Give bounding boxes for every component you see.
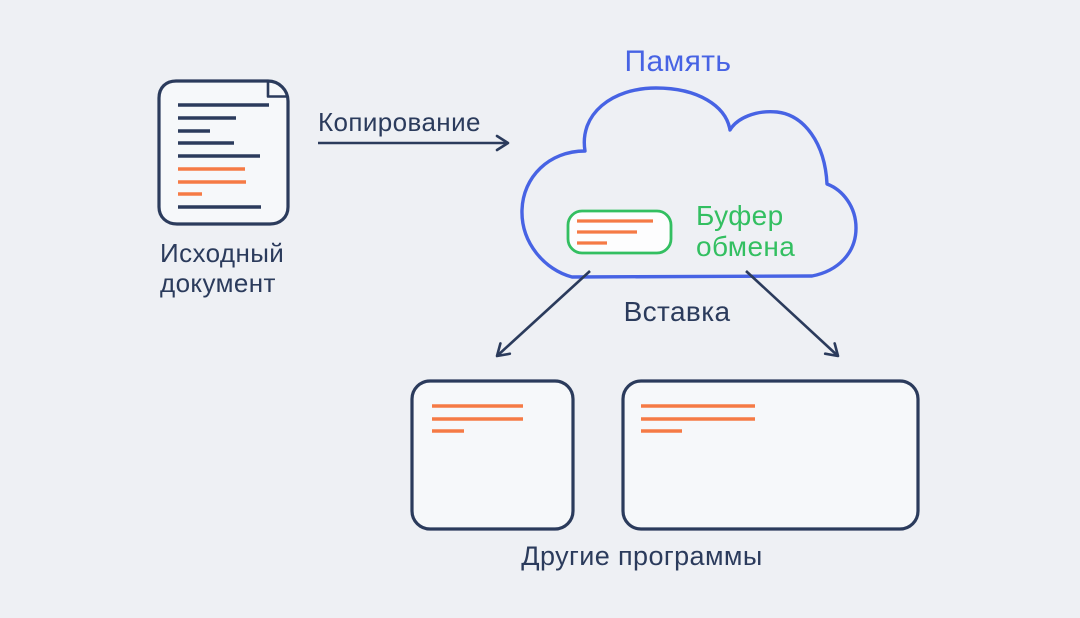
document-icon	[157, 79, 290, 226]
paste-arrow-left	[495, 270, 591, 358]
source-document-label: Исходный документ	[160, 238, 285, 298]
clipboard-label: Буфер обмена	[696, 200, 796, 262]
paste-arrow-right	[745, 270, 840, 358]
program-window-left	[410, 379, 575, 531]
other-programs-label: Другие программы	[521, 541, 763, 571]
paste-label: Вставка	[623, 296, 731, 327]
clipboard-card-icon	[566, 209, 673, 255]
copy-label: Копирование	[318, 107, 481, 137]
folded-corner-icon	[266, 82, 287, 98]
memory-label: Память	[624, 45, 732, 78]
program-window-right	[621, 379, 920, 531]
memory-cloud	[520, 86, 858, 279]
